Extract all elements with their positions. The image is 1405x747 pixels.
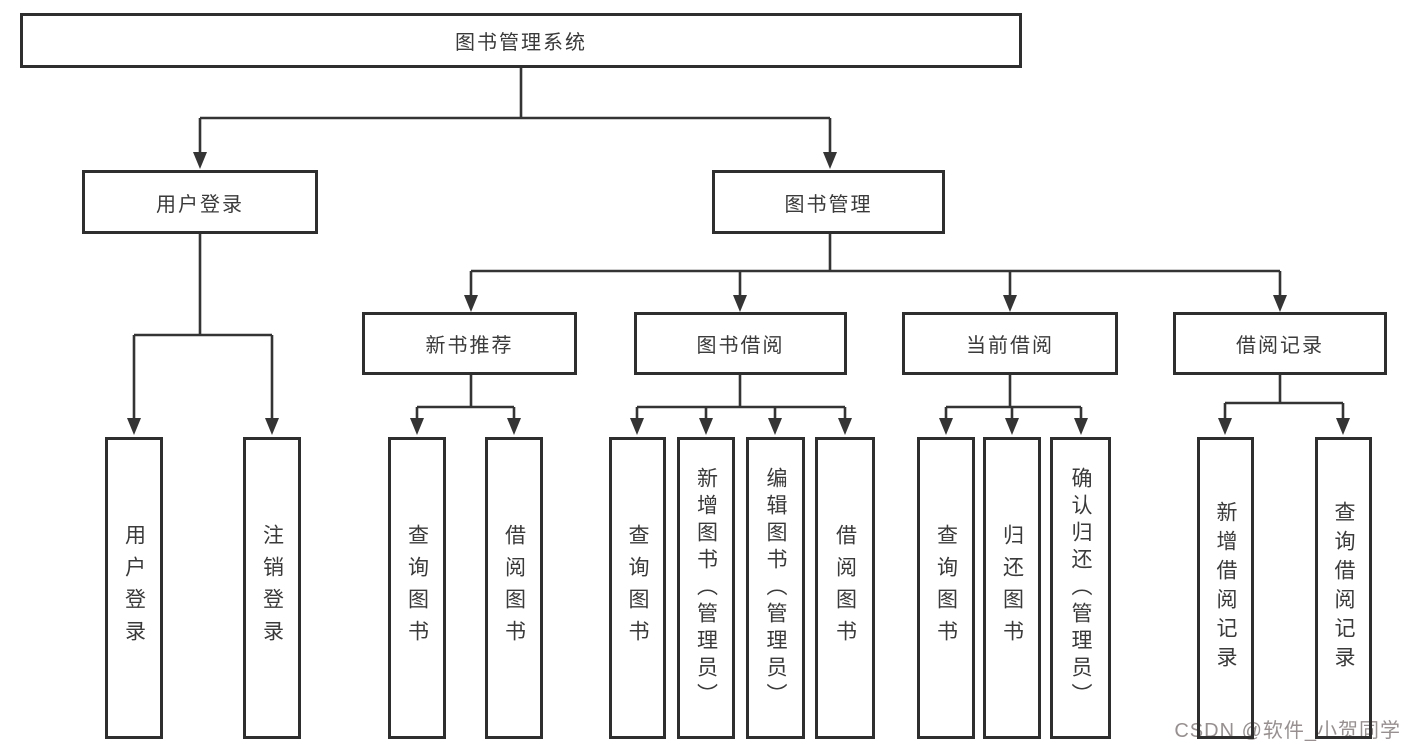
leaf-label: 新增借阅记录 [1214, 501, 1237, 675]
leaf-add-books-admin: 新增图书（管理员） [677, 437, 735, 739]
leaf-label: 归还图书 [1000, 524, 1024, 652]
node-book-management: 图书管理 [712, 170, 945, 234]
node-borrow-records: 借阅记录 [1173, 312, 1387, 375]
leaf-label: 借阅图书 [833, 524, 857, 652]
leaf-label: 注销登录 [260, 524, 284, 652]
node-current-borrow: 当前借阅 [902, 312, 1118, 375]
leaf-query-books-current: 查询图书 [917, 437, 975, 739]
leaf-query-books-recommend: 查询图书 [388, 437, 446, 739]
node-label: 图书管理系统 [455, 32, 587, 54]
leaf-label: 确认归还（管理员） [1069, 466, 1092, 710]
node-label: 当前借阅 [966, 335, 1054, 357]
leaf-edit-books-admin: 编辑图书（管理员） [746, 437, 805, 739]
leaf-add-borrow-record: 新增借阅记录 [1197, 437, 1254, 739]
leaf-label: 借阅图书 [502, 524, 526, 652]
node-label: 用户登录 [156, 193, 244, 216]
node-user-login-group: 用户登录 [82, 170, 318, 234]
leaf-label: 用户登录 [122, 524, 146, 652]
leaf-borrow-books-recommend: 借阅图书 [485, 437, 543, 739]
leaf-borrow-books: 借阅图书 [815, 437, 875, 739]
node-label: 图书管理 [784, 193, 873, 216]
leaf-return-books: 归还图书 [983, 437, 1041, 739]
node-book-borrow: 图书借阅 [634, 312, 847, 375]
leaf-query-books-borrow: 查询图书 [609, 437, 666, 739]
arrowheads [127, 152, 1350, 435]
csdn-watermark: CSDN @软件_小贺同学 [1174, 720, 1401, 742]
leaf-label: 查询图书 [405, 524, 429, 652]
leaf-user-login: 用户登录 [105, 437, 163, 739]
leaf-label: 编辑图书（管理员） [764, 466, 787, 710]
node-label: 新书推荐 [425, 335, 514, 357]
leaf-label: 查询图书 [626, 524, 649, 652]
node-library-management-system: 图书管理系统 [20, 13, 1022, 68]
node-label: 借阅记录 [1236, 335, 1324, 357]
leaf-label: 新增图书（管理员） [694, 466, 718, 710]
leaf-label: 查询图书 [934, 524, 958, 652]
leaf-query-borrow-record: 查询借阅记录 [1315, 437, 1372, 739]
node-label: 图书借阅 [696, 335, 785, 357]
leaf-label: 查询借阅记录 [1332, 501, 1355, 675]
leaf-confirm-return-admin: 确认归还（管理员） [1050, 437, 1111, 739]
leaf-logout: 注销登录 [243, 437, 301, 739]
node-new-book-recommend: 新书推荐 [362, 312, 577, 375]
